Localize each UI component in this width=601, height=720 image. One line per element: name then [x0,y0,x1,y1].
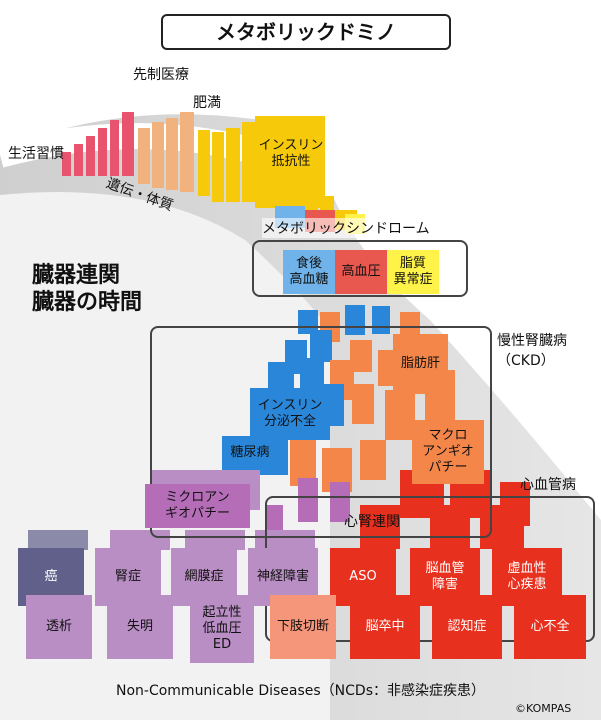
ckd-frame [150,326,492,538]
box-aso: ASO [330,548,396,606]
box-kouketsuatsu: 高血圧 [335,250,387,294]
metabo-frame [252,240,468,297]
box-shokugo: 食後 高血糖 [283,250,335,294]
label-zoki-1: 臓器連関 [32,263,121,288]
label-senseisyo: 先制医療 [133,67,189,83]
label-himan: 肥満 [193,95,221,111]
box-tonyobyo: 糖尿病 [222,436,278,470]
box-shitsumei: 失明 [107,595,173,659]
label-ckd-1: 慢性腎臓病 [497,333,567,349]
right-white [430,0,601,520]
label-shinjin: 心腎連関 [344,514,400,530]
purple-back-row [28,530,315,550]
page-title: メタボリックドミノ [161,14,451,50]
label-zoki-2: 臓器の時間 [32,290,143,315]
box-insulin-teikou: インスリン 抵抗性 [258,130,324,178]
box-insulin-bunpitsu: インスリン 分泌不全 [250,388,330,440]
box-ninchi: 認知症 [432,595,502,659]
box-kashi: 下肢切断 [270,595,336,659]
box-mikuro: ミクロアン ギオパチー [145,484,250,528]
label-seikatsu: 生活習慣 [8,146,64,162]
box-shishitsu: 脂質 異常症 [387,250,439,294]
box-shibokan: 脂肪肝 [393,334,448,394]
label-ckd-2: （CKD） [497,353,555,369]
label-metabo: メタボリックシンドローム [262,218,430,238]
copyright: ©KOMPAS [515,702,572,715]
box-makuro: マクロ アンギオ パチー [412,420,484,484]
footer-ncds: Non-Communicable Diseases（NCDs：非感染症疾患） [115,683,485,699]
box-kiritsu: 起立性 低血圧 ED [190,595,254,663]
box-touseki: 透析 [26,595,92,659]
box-shinfuzen: 心不全 [514,595,586,659]
box-nousotchu: 脳卒中 [350,595,420,659]
label-shinkekkan: 心血管病 [520,477,576,493]
